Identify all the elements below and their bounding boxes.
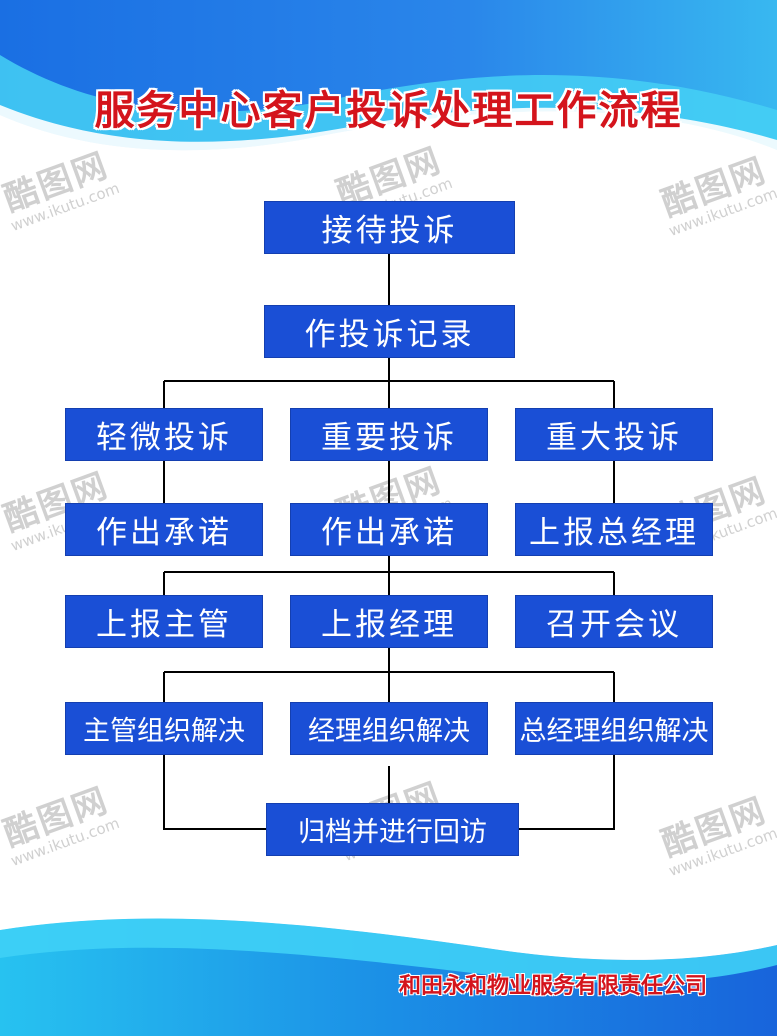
node-manager-solve: 经理组织解决 <box>290 702 488 755</box>
node-supervisor-solve: 主管组织解决 <box>65 702 263 755</box>
node-major-complaint: 重大投诉 <box>515 408 713 461</box>
node-general-manager-solve: 总经理组织解决 <box>515 702 713 755</box>
node-archive-and-follow-up: 归档并进行回访 <box>266 803 519 856</box>
node-receive-complaint: 接待投诉 <box>264 201 515 254</box>
node-promise-left: 作出承诺 <box>65 503 263 556</box>
node-promise-center: 作出承诺 <box>290 503 488 556</box>
node-report-manager: 上报经理 <box>290 595 488 648</box>
node-important-complaint: 重要投诉 <box>290 408 488 461</box>
company-name: 和田永和物业服务有限责任公司 <box>398 973 707 999</box>
connector-solve-gm-to-archive <box>519 754 615 830</box>
node-record-complaint: 作投诉记录 <box>264 305 515 358</box>
node-hold-meeting: 召开会议 <box>515 595 713 648</box>
node-report-general-manager: 上报总经理 <box>515 503 713 556</box>
node-report-supervisor: 上报主管 <box>65 595 263 648</box>
connector-solve-supervisor-to-archive <box>163 754 266 830</box>
node-minor-complaint: 轻微投诉 <box>65 408 263 461</box>
page-title: 服务中心客户投诉处理工作流程 <box>94 87 683 134</box>
